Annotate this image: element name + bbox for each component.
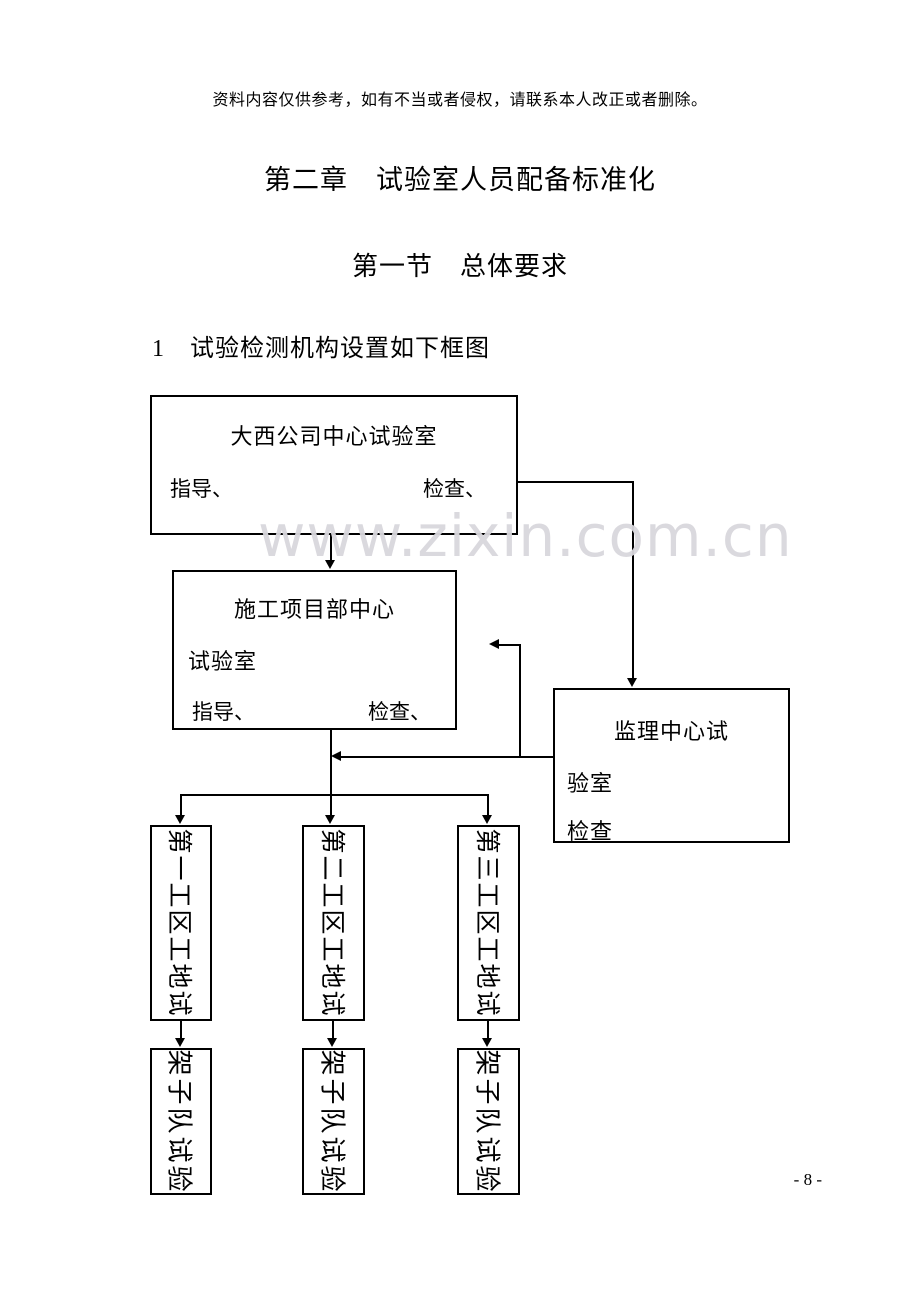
arrowhead-supervision-to-project	[489, 639, 499, 649]
supervision-lab-line3: 检查	[567, 819, 614, 844]
item-heading: 1 试验检测机构设置如下框图	[152, 336, 490, 362]
project-lab-label-left: 指导、	[192, 700, 255, 724]
disclaimer-text: 资料内容仅供参考，如有不当或者侵权，请联系本人改正或者删除。	[212, 92, 708, 109]
site-lab-box-3: 第三工区工地试	[457, 825, 520, 1021]
project-lab-label-right: 检查、	[368, 700, 431, 724]
arrowhead-company-to-project	[325, 560, 335, 569]
company-lab-labels: 指导、 检查、	[152, 473, 516, 503]
connector-company-to-project	[330, 535, 332, 561]
connector-drop-site-2	[330, 795, 332, 816]
section-title: 第一节 总体要求	[351, 252, 568, 281]
site-lab-label-1: 第一工区工地试	[165, 828, 192, 1018]
connector-supervision-to-trunk	[341, 756, 554, 758]
team-lab-label-2: 架子队试验	[317, 1048, 346, 1195]
arrowhead-team-3	[482, 1038, 492, 1047]
project-lab-box: 施工项目部中心 试验室 指导、 检查、	[172, 570, 457, 730]
project-lab-line2: 试验室	[188, 649, 258, 674]
supervision-lab-line1: 监理中心试	[613, 719, 729, 744]
arrowhead-site-3	[482, 815, 492, 824]
arrowhead-team-1	[175, 1038, 185, 1047]
connector-supervision-branch-h	[499, 644, 521, 646]
project-lab-labels: 指导、 检查、	[174, 696, 455, 726]
project-lab-line1: 施工项目部中心	[233, 597, 395, 622]
connector-site-to-team-2	[332, 1021, 334, 1039]
site-lab-label-2: 第二工区工地试	[317, 828, 345, 1018]
company-lab-title: 大西公司中心试验室	[230, 424, 438, 449]
arrowhead-site-2	[325, 815, 335, 824]
site-lab-label-3: 第三工区工地试	[472, 828, 500, 1018]
arrowhead-supervision-to-trunk	[331, 751, 341, 761]
supervision-lab-line2: 验室	[567, 771, 614, 796]
connector-site-to-team-3	[487, 1021, 489, 1039]
team-lab-box-3: 架子队试验	[457, 1048, 520, 1195]
connector-company-to-supervision-v	[632, 481, 634, 679]
connector-project-trunk	[330, 730, 332, 795]
company-lab-label-left: 指导、	[170, 477, 233, 501]
connector-drop-site-3	[487, 795, 489, 816]
team-lab-box-2: 架子队试验	[302, 1048, 365, 1195]
company-lab-label-right: 检查、	[423, 477, 486, 501]
arrowhead-site-1	[175, 815, 185, 824]
connector-company-to-supervision-h	[517, 481, 633, 483]
chapter-title: 第二章 试验室人员配备标准化	[264, 165, 656, 195]
arrowhead-team-2	[327, 1038, 337, 1047]
connector-branch-bar	[180, 794, 489, 796]
connector-supervision-branch-v	[519, 645, 521, 757]
team-lab-box-1: 架子队试验	[150, 1048, 212, 1195]
page-number: - 8 -	[793, 1170, 822, 1189]
connector-site-to-team-1	[180, 1021, 182, 1039]
supervision-lab-box: 监理中心试 验室 检查	[553, 688, 790, 844]
connector-drop-site-1	[180, 795, 182, 816]
arrowhead-company-to-supervision	[627, 678, 637, 687]
site-lab-box-1: 第一工区工地试	[150, 825, 212, 1021]
company-lab-box: 大西公司中心试验室 指导、 检查、	[150, 395, 518, 535]
team-lab-label-3: 架子队试验	[472, 1048, 501, 1195]
team-lab-label-1: 架子队试验	[164, 1048, 194, 1195]
site-lab-box-2: 第二工区工地试	[302, 825, 365, 1021]
